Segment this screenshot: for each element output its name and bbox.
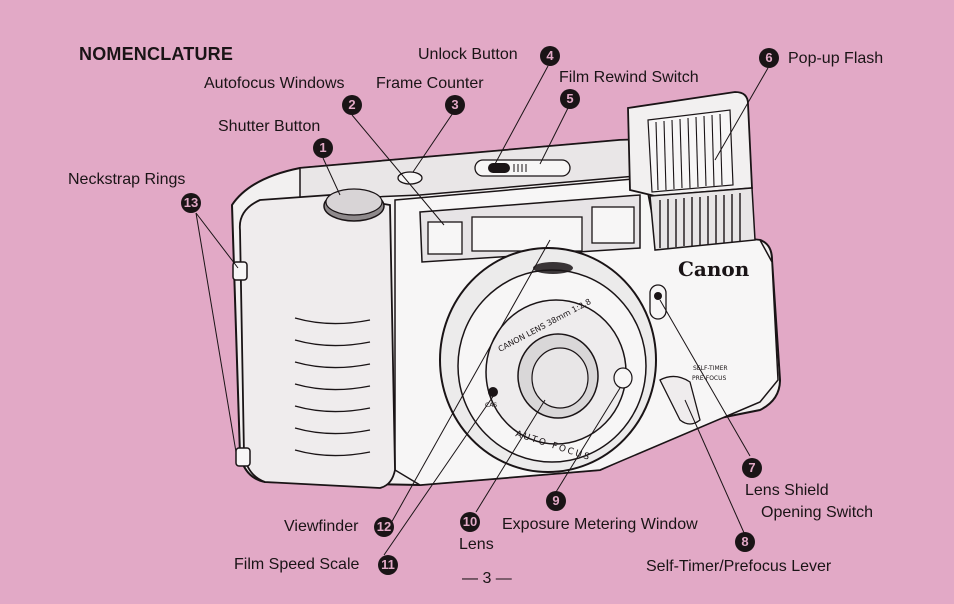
label-self-timer-prefocus-lever: Self-Timer/Prefocus Lever [646,558,832,575]
viewfinder-window [471,216,583,252]
callout-12: 12 [374,517,394,537]
page-title: NOMENCLATURE [79,44,234,64]
label-lens-shield-line1: Lens Shield [745,482,829,499]
callout-9: 9 [546,491,566,511]
callout-10: 10 [460,512,480,532]
label-unlock-button: Unlock Button [418,46,518,63]
label-pop-up-flash: Pop-up Flash [788,50,884,67]
callout-5: 5 [560,89,580,109]
label-film-speed-scale: Film Speed Scale [234,556,360,573]
svg-text:CAS: CAS [485,402,497,409]
callout-6: 6 [759,48,779,68]
label-viewfinder: Viewfinder [284,518,359,535]
callout-2: 2 [342,95,362,115]
brand-logo: Canon [678,257,750,281]
label-exposure-metering-window: Exposure Metering Window [502,516,698,533]
label-shutter-button: Shutter Button [218,118,321,135]
callout-8: 8 [735,532,755,552]
exposure-metering-window [613,367,633,389]
label-autofocus-windows: Autofocus Windows [204,75,345,92]
callout-3: 3 [445,95,465,115]
callout-11: 11 [378,555,398,575]
svg-text:SELF-TIMER: SELF-TIMER [693,365,728,372]
label-lens: Lens [459,536,494,553]
shutter-button [325,188,383,216]
callout-4: 4 [540,46,560,66]
camera-grip [238,194,396,489]
autofocus-window-right [591,206,635,244]
label-lens-shield-line2: Opening Switch [761,504,874,521]
page-number: — 3 — [462,570,512,587]
film-speed-scale [488,387,498,397]
svg-text:PRE-FOCUS: PRE-FOCUS [692,375,726,382]
neckstrap-ring-bottom [235,447,251,467]
autofocus-window-left [427,221,463,255]
label-neckstrap-rings: Neckstrap Rings [68,171,186,188]
leader-lines [195,65,769,556]
callout-13: 13 [181,193,201,213]
grip-ridges [294,317,371,457]
callout-1: 1 [313,138,333,158]
lens-shield-opening-switch [649,284,667,320]
label-frame-counter: Frame Counter [376,75,484,92]
label-film-rewind-switch: Film Rewind Switch [559,69,699,86]
callout-7: 7 [742,458,762,478]
